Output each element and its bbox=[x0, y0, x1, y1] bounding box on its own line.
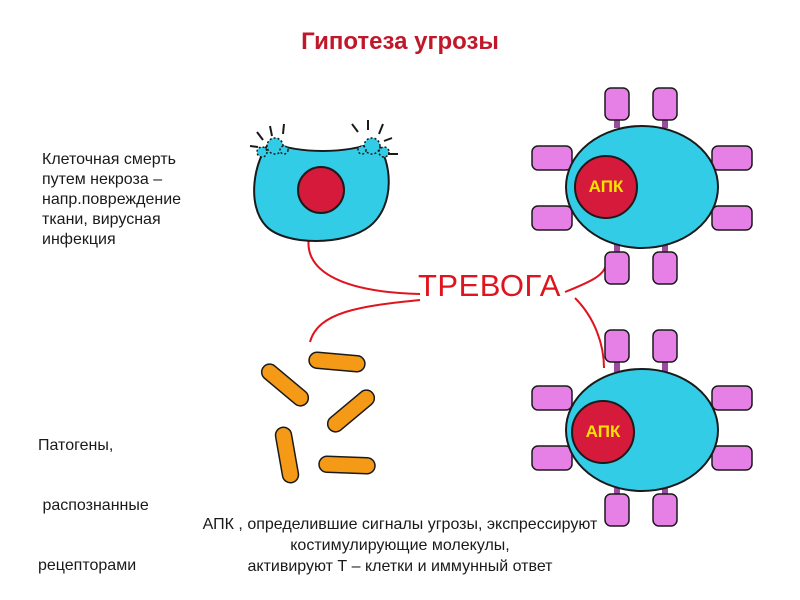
pathogen-caption: Патогены, распознанные рецепторами bbox=[38, 396, 149, 596]
line-alarm-to-apc-top bbox=[564, 262, 607, 293]
line-necrosis-to-alarm bbox=[307, 231, 421, 295]
pathogen bbox=[260, 363, 310, 407]
pathogen-line: Патогены, bbox=[38, 437, 114, 454]
pathogen bbox=[274, 426, 300, 484]
pathogen bbox=[326, 389, 376, 433]
bottom-caption: АПК , определившие сигналы угрозы, экспр… bbox=[0, 514, 800, 577]
necrosis-line: инфекция bbox=[42, 231, 116, 248]
line-alarm-to-apc-bottom bbox=[574, 297, 605, 369]
necrosis-line: напр.повреждение bbox=[42, 191, 182, 208]
alarm-lines bbox=[307, 231, 607, 369]
apc-nucleus-top bbox=[574, 155, 638, 219]
necrosis-line: путем некроза – bbox=[42, 171, 163, 188]
pathogen bbox=[318, 455, 376, 475]
necrotic-nucleus bbox=[297, 166, 345, 214]
necrosis-line: ткани, вирусная bbox=[42, 211, 161, 228]
pathogen-line: рецепторами bbox=[38, 557, 137, 574]
apc-nucleus-bottom bbox=[571, 400, 635, 464]
alarm-label: ТРЕВОГА bbox=[418, 268, 561, 303]
necrotic-cell bbox=[249, 120, 398, 242]
line-pathogen-to-alarm bbox=[309, 299, 421, 343]
pathogens bbox=[260, 351, 376, 484]
apc-label-top: АПК bbox=[588, 177, 624, 196]
bottom-line: активируют Т – клетки и иммунный ответ bbox=[247, 558, 553, 575]
apc-cell-top bbox=[531, 87, 753, 285]
bottom-line: АПК , определившие сигналы угрозы, экспр… bbox=[202, 516, 598, 533]
page-title: Гипотеза угрозы bbox=[301, 28, 499, 55]
pathogen bbox=[308, 351, 366, 373]
bottom-line: костимулирующие молекулы, bbox=[290, 537, 510, 554]
necrosis-line: Клеточная смерть bbox=[42, 151, 177, 168]
apc-label-bottom: АПК bbox=[585, 422, 621, 441]
necrosis-caption: Клеточная смерть путем некроза – напр.по… bbox=[42, 150, 181, 250]
apc-cell-bottom bbox=[531, 329, 753, 527]
pathogen-line: распознанные bbox=[38, 497, 149, 514]
